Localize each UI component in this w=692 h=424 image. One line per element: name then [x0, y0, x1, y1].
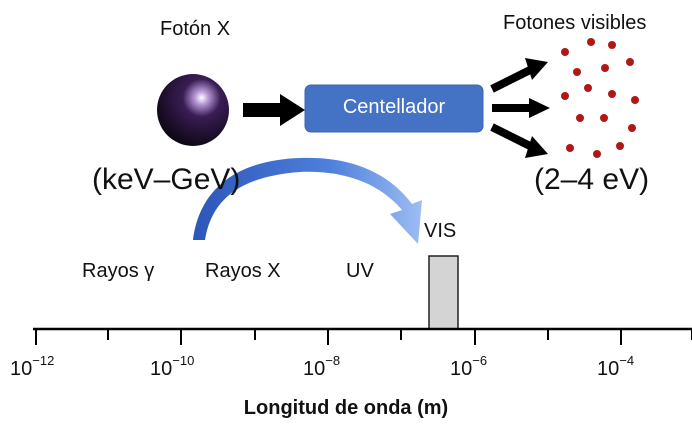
- visible-photon-dot: [608, 41, 616, 49]
- visible-photon-dot: [600, 114, 608, 122]
- region-uv: UV: [346, 260, 374, 282]
- visible-photon-dots: [561, 38, 639, 158]
- scintillator-label: Centellador: [342, 96, 446, 118]
- visible-photon-dot: [587, 38, 595, 46]
- region-x-rays: Rayos X: [205, 260, 281, 282]
- visible-photon-dot: [561, 92, 569, 100]
- conversion-curved-arrow-icon: [193, 157, 422, 244]
- visible-photon-dot: [631, 96, 639, 104]
- visible-photon-dot: [561, 48, 569, 56]
- tick-label-1e-10: 10−10: [150, 353, 195, 380]
- tick-label-1e-8: 10−8: [303, 353, 341, 380]
- visible-photon-dot: [584, 84, 592, 92]
- visible-photons-label: Fotones visibles: [503, 12, 647, 34]
- axis-title: Longitud de onda (m): [243, 397, 449, 419]
- visible-photon-dot: [576, 114, 584, 122]
- visible-photon-dot: [608, 90, 616, 98]
- visible-photon-dot: [601, 64, 609, 72]
- tick-label-1e-6: 10−6: [450, 353, 488, 380]
- tick-label-1e-12: 10−12: [10, 353, 55, 380]
- emission-arrows-icon: [490, 58, 550, 158]
- visible-photon-dot: [628, 124, 636, 132]
- visible-photon-dot: [593, 150, 601, 158]
- x-photon-sphere: [157, 74, 229, 146]
- scintillator-box: [304, 84, 484, 133]
- visible-photon-dot: [566, 144, 574, 152]
- photon-arrow-icon: [243, 94, 305, 126]
- wavelength-axis: [33, 327, 692, 345]
- region-gamma-rays: Rayos γ: [82, 260, 155, 282]
- x-photon-label: Fotón X: [160, 18, 231, 40]
- region-vis: VIS: [424, 220, 457, 242]
- visible-photon-dot: [616, 142, 624, 150]
- x-photon-energy: (keV–GeV): [92, 163, 241, 196]
- visible-photons-energy: (2–4 eV): [534, 163, 650, 196]
- visible-band: [428, 255, 459, 330]
- tick-label-1e-4: 10−4: [597, 353, 635, 380]
- visible-photon-dot: [626, 58, 634, 66]
- visible-photon-dot: [573, 68, 581, 76]
